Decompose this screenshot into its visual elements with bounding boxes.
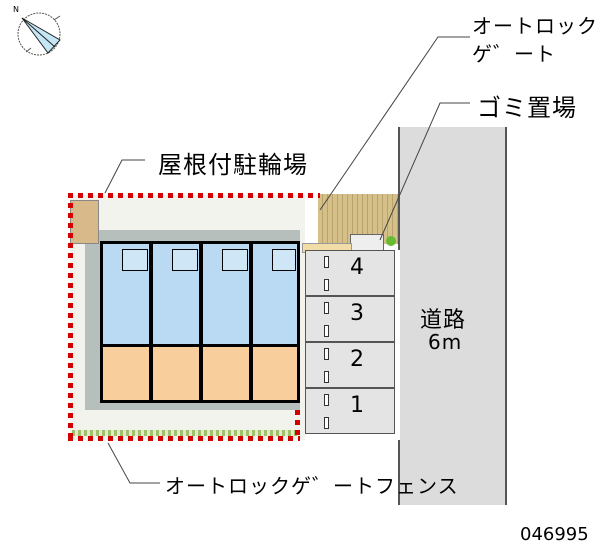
- road: [398, 127, 507, 505]
- bicycle-parking-shed: [70, 200, 99, 244]
- autolock-gate-label-line2: ゲ゛ート: [472, 42, 556, 66]
- autolock-fence-label: オートロックゲ゛ートフェンス: [165, 474, 459, 498]
- fence-left: [68, 193, 73, 440]
- parking-area: 4 3 2 1: [305, 250, 400, 440]
- unit-4: [250, 241, 300, 403]
- bicycle-parking-label: 屋根付駐輪場: [158, 151, 308, 179]
- autolock-gate-label-line1: オートロック: [472, 14, 598, 38]
- unit-3: [200, 241, 252, 403]
- parking-space-3: 3: [305, 296, 395, 342]
- property-id: 046995: [520, 524, 589, 545]
- parking-space-4: 4: [305, 250, 395, 296]
- north-arrow-compass-icon: N: [13, 5, 61, 56]
- unit-1: [100, 241, 152, 403]
- fence-top: [68, 193, 320, 198]
- parking-space-2: 2: [305, 342, 395, 388]
- road-name: 道路: [420, 308, 467, 333]
- hedge: [72, 430, 297, 436]
- unit-2: [150, 241, 202, 403]
- parking-space-1: 1: [305, 388, 395, 434]
- garbage-area-label: ゴミ置場: [477, 94, 577, 122]
- fence-bottom: [68, 436, 300, 441]
- road-width: 6m: [428, 330, 463, 354]
- fence-right: [295, 410, 300, 440]
- compass: N: [8, 2, 68, 62]
- svg-text:N: N: [13, 5, 19, 14]
- apartment-building: [100, 241, 300, 406]
- tree-icon: [386, 236, 396, 246]
